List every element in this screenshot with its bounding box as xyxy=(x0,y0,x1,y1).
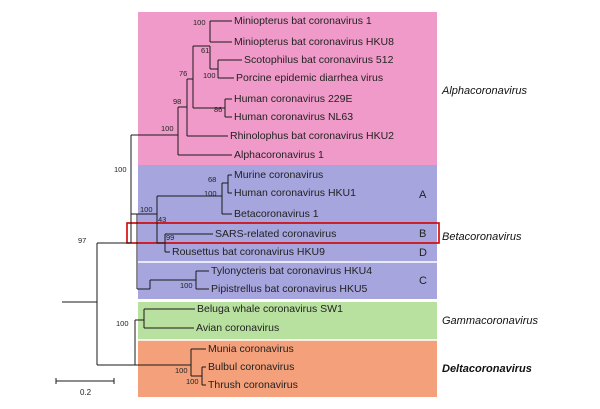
taxon-label: Scotophilus bat coronavirus 512 xyxy=(244,54,394,66)
support-value: 86 xyxy=(214,105,222,114)
support-value: 43 xyxy=(158,215,166,224)
subgroup-labels: A B D C xyxy=(419,189,427,287)
alphacoronavirus-box xyxy=(138,12,437,165)
taxon-label: Rhinolophus bat coronavirus HKU2 xyxy=(230,130,394,142)
gammacoronavirus-box xyxy=(138,302,437,340)
subgroup-label: C xyxy=(419,275,427,287)
subgroup-label: D xyxy=(419,247,427,259)
deltacoronavirus-box xyxy=(138,340,437,397)
taxon-label: Human coronavirus 229E xyxy=(234,93,352,105)
subgroup-label: B xyxy=(419,228,426,240)
betacoronavirus-box xyxy=(138,165,437,299)
genus-label-alpha: Alphacoronavirus xyxy=(441,85,527,97)
taxon-label: Betacoronavirus 1 xyxy=(234,208,319,220)
support-value: 100 xyxy=(204,189,217,198)
support-value: 100 xyxy=(193,18,206,27)
taxon-label: Munia coronavirus xyxy=(208,343,294,355)
support-value: 100 xyxy=(161,124,174,133)
taxon-label: Alphacoronavirus 1 xyxy=(234,149,324,161)
support-value: 100 xyxy=(116,319,129,328)
support-value: 100 xyxy=(140,205,153,214)
scale-bar-label: 0.2 xyxy=(80,388,92,397)
taxon-label: Human coronavirus HKU1 xyxy=(234,187,356,199)
taxon-label: Miniopterus bat coronavirus HKU8 xyxy=(234,36,394,48)
taxon-label: Thrush coronavirus xyxy=(208,379,298,391)
taxon-label: Beluga whale coronavirus SW1 xyxy=(197,303,343,315)
tree-branches xyxy=(62,20,242,386)
taxon-label: Murine coronavirus xyxy=(234,169,323,181)
genus-label-beta: Betacoronavirus xyxy=(442,231,522,243)
genus-label-gamma: Gammacoronavirus xyxy=(442,315,538,327)
support-value: 76 xyxy=(179,69,187,78)
taxon-label: Tylonycteris bat coronavirus HKU4 xyxy=(211,265,372,277)
support-value: 100 xyxy=(203,71,216,80)
support-value: 99 xyxy=(166,233,174,242)
taxon-label: Human coronavirus NL63 xyxy=(234,111,353,123)
taxon-label: Rousettus bat coronavirus HKU9 xyxy=(172,246,325,258)
support-value: 100 xyxy=(186,377,199,386)
support-value: 98 xyxy=(173,97,181,106)
taxon-label-highlighted: SARS-related coronavirus xyxy=(215,228,336,240)
support-value: 97 xyxy=(78,236,86,245)
genus-label-delta: Deltacoronavirus xyxy=(442,363,532,375)
support-value: 100 xyxy=(180,281,193,290)
support-value: 61 xyxy=(201,46,209,55)
support-value: 100 xyxy=(114,165,127,174)
genus-labels: Alphacoronavirus Betacoronavirus Gammaco… xyxy=(441,85,538,375)
subgroup-label: A xyxy=(419,189,427,201)
taxon-label: Bulbul coronavirus xyxy=(208,361,294,373)
taxon-label: Miniopterus bat coronavirus 1 xyxy=(234,15,372,27)
taxon-label: Avian coronavirus xyxy=(196,322,279,334)
support-value: 68 xyxy=(208,175,216,184)
scale-bar: 0.2 xyxy=(55,378,115,397)
support-values: 97 100 100 98 76 100 61 100 86 100 43 10… xyxy=(78,18,222,386)
sars-highlight-box xyxy=(126,222,440,244)
support-value: 100 xyxy=(175,366,188,375)
taxon-label: Porcine epidemic diarrhea virus xyxy=(236,72,383,84)
taxon-label: Pipistrellus bat coronavirus HKU5 xyxy=(211,283,368,295)
taxon-labels: Miniopterus bat coronavirus 1 Miniopteru… xyxy=(172,15,394,391)
